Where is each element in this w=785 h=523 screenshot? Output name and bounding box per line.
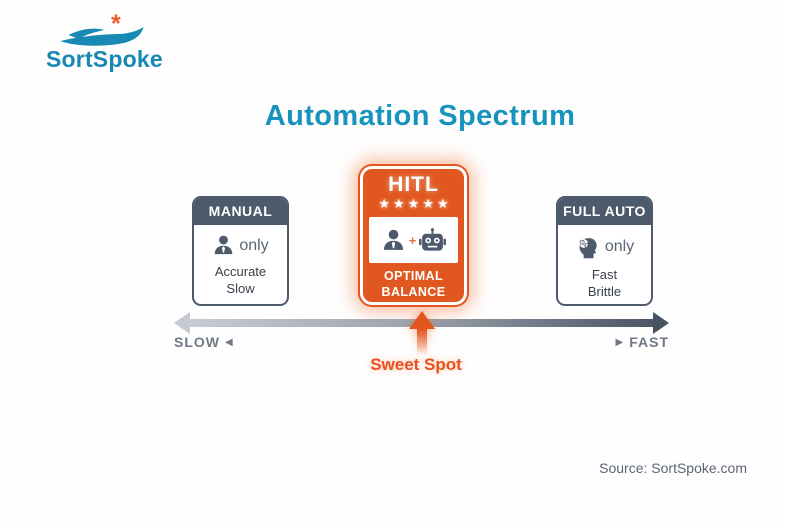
full-auto-trait-1: Fast — [591, 267, 618, 282]
full-auto-card: FULL AUTO ⚙ ⚙ only Fast Brittle — [556, 196, 653, 306]
swoosh-icon — [60, 27, 144, 46]
hitl-trait-2: BALANCE — [381, 285, 446, 300]
sweet-spot-label: Sweet Spot — [370, 355, 462, 374]
plus-sign: + — [408, 232, 417, 248]
hitl-card-header: HITL — [388, 173, 439, 196]
svg-text:⚙: ⚙ — [579, 238, 586, 247]
manual-card-header: MANUAL — [194, 198, 287, 225]
full-auto-card-header: FULL AUTO — [558, 198, 651, 225]
arrowhead-right-icon — [653, 312, 669, 334]
fast-label-text: FAST — [629, 334, 669, 350]
logo-brand-text: SortSpoke — [46, 46, 163, 72]
triangle-left-icon: ◀ — [225, 336, 234, 348]
svg-text:⚙: ⚙ — [583, 242, 591, 252]
triangle-right-icon: ▶ — [615, 336, 625, 348]
head-gears-icon: ⚙ ⚙ — [579, 238, 597, 259]
manual-card: MANUAL only Accurate Slow — [192, 196, 289, 306]
logo-asterisk: * — [111, 10, 121, 38]
slow-end-label: SLOW ◀ — [174, 334, 234, 350]
sortspoke-logo: * SortSpoke — [40, 10, 190, 80]
full-auto-trait-2: Brittle — [587, 283, 622, 299]
page-title: Automation Spectrum — [264, 100, 576, 132]
up-arrow-stem — [417, 329, 427, 355]
source-attribution: Source: SortSpoke.com — [599, 460, 747, 476]
person-icon — [214, 235, 233, 255]
person-icon — [383, 229, 403, 250]
fast-end-label: ▶ FAST — [611, 334, 669, 350]
arrowhead-left-icon — [174, 312, 190, 334]
full-auto-caption: only — [604, 238, 635, 255]
five-stars-rating: ★★★★★ — [378, 197, 452, 212]
manual-trait-1: Accurate — [214, 264, 267, 279]
hitl-icon-panel: + — [369, 217, 458, 263]
manual-caption: only — [239, 236, 269, 254]
up-arrow-icon — [409, 311, 435, 329]
robot-icon — [419, 227, 447, 251]
hitl-trait-1: OPTIMAL — [383, 269, 444, 283]
hitl-card: HITL ★★★★★ + OPTIMAL — [360, 166, 467, 305]
manual-trait-2: Slow — [226, 280, 255, 296]
slow-label-text: SLOW — [174, 334, 220, 350]
